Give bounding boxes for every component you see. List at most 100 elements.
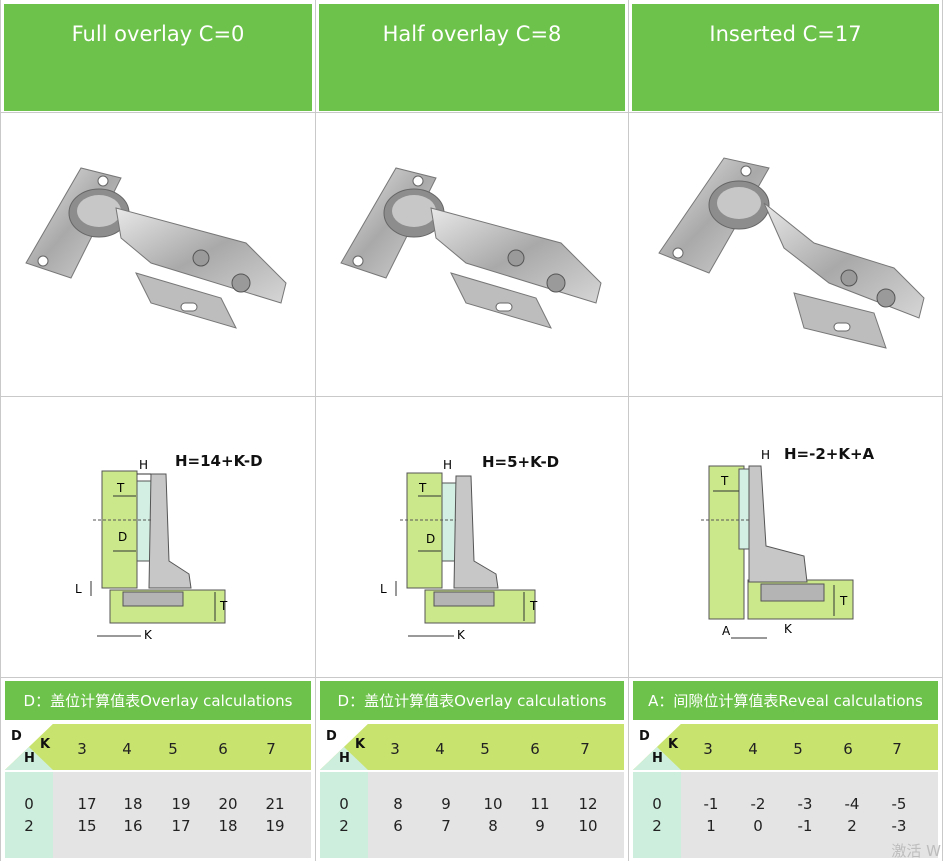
table-cell: 18 [123,795,143,813]
k-value: 6 [218,740,228,758]
hinge-photo [658,157,925,349]
column-header: Half overlay C=8 [319,4,625,111]
table-cell: 18 [218,817,238,835]
h-value: 2 [24,817,34,835]
k-value: 5 [480,740,490,758]
corner-h-label: H [652,751,663,766]
table-body [320,772,624,858]
table-cell: 21 [265,795,285,813]
table-cell: 6 [393,817,403,835]
table-cell: 20 [218,795,238,813]
dim-a-label: A [722,624,731,638]
hinge-photo [340,167,602,329]
formula-label: H=-2+K+A [784,445,875,463]
dim-t2-label: T [530,599,538,613]
dim-k-label: K [784,622,792,636]
column-inserted: Inserted C=17 H=-2+K+A [629,0,943,861]
dim-t2-label: T [840,594,848,608]
column-full-overlay: Full overlay C=0 H=14+K-D [0,0,316,861]
dim-k-label: K [144,628,152,642]
dim-l-label: L [380,582,387,596]
corner-k-label: K [355,737,366,752]
dim-h-label: H [139,458,149,472]
dim-t-label: T [419,481,427,495]
hinge-photo-cell [629,112,942,397]
table-cell: 0 [753,817,763,835]
table-cell: -5 [891,795,907,813]
table-cell: 9 [535,817,545,835]
table-cell: -4 [844,795,860,813]
corner-k-label: K [40,737,51,752]
hinge-photo-cell [1,112,315,397]
corner-d-label: D [11,729,22,744]
dim-t-label: T [721,474,729,488]
k-value: 4 [748,740,758,758]
dim-h-label: H [761,448,771,462]
h-value: 2 [339,817,349,835]
table-cell: 10 [578,817,598,835]
table-header-row [633,724,938,770]
formula-label: H=14+K-D [175,452,263,470]
corner-h-label: H [24,751,35,766]
table-row-header [5,772,53,858]
table-cell: 17 [171,817,191,835]
k-value: 7 [266,740,276,758]
table-cell: -3 [797,795,813,813]
table-caption-bar: A：间隙位计算值表Reveal calculations [633,681,938,720]
hinge-diagram [90,470,226,637]
diagram-cell: H=14+K-D H T D L T K [1,396,315,678]
corner-h-label: H [339,751,350,766]
table-cell: 16 [123,817,143,835]
column-header: Inserted C=17 [632,4,939,111]
table-header-row [320,724,624,770]
table-corner-cell: D K H [320,724,368,770]
table-cell: -2 [750,795,766,813]
dim-d-label: D [426,532,436,546]
h-value: 2 [652,817,662,835]
hinge-photo-cell [316,112,628,397]
table-cell: 19 [171,795,191,813]
column-half-overlay: Half overlay C=8 H=5+K-D [316,0,629,861]
diagram-cell: H=5+K-D H T D L T K [316,396,628,678]
k-value: 3 [77,740,87,758]
table-cell: 9 [441,795,451,813]
table-caption: D：盖位计算值表Overlay calculations [337,692,607,710]
k-value: 3 [703,740,713,758]
table-cell: 2 [847,817,857,835]
dim-h-label: H [443,458,453,472]
h-value: 0 [652,795,662,813]
table-cell: 8 [488,817,498,835]
column-title: Half overlay C=8 [382,22,562,46]
k-value: 7 [580,740,590,758]
dim-t-label: T [117,481,125,495]
formula-label: H=5+K-D [482,453,560,471]
h-value: 0 [339,795,349,813]
table-cell: 19 [265,817,285,835]
hinge-diagram [701,465,854,639]
table-cell: 10 [483,795,503,813]
dim-l-label: L [75,582,82,596]
hinge-diagram [395,472,536,637]
activation-watermark: 激活 W [891,842,941,860]
k-value: 3 [390,740,400,758]
dim-d-label: D [118,530,128,544]
table-row-header [633,772,681,858]
h-value: 0 [24,795,34,813]
table-caption: A：间隙位计算值表Reveal calculations [648,692,923,710]
k-value: 5 [793,740,803,758]
k-value: 7 [892,740,902,758]
diagram-cell: H=-2+K+A H T A T K [629,396,942,678]
corner-d-label: D [639,729,650,744]
corner-d-label: D [326,729,337,744]
table-cell: 15 [77,817,97,835]
table-caption-bar: D：盖位计算值表Overlay calculations [5,681,311,720]
table-body [5,772,311,858]
k-value: 4 [122,740,132,758]
dim-k-label: K [457,628,465,642]
table-caption: D：盖位计算值表Overlay calculations [23,692,293,710]
column-header: Full overlay C=0 [4,4,312,111]
corner-k-label: K [668,737,679,752]
table-cell: 12 [578,795,598,813]
table-header-row [5,724,311,770]
table-caption-bar: D：盖位计算值表Overlay calculations [320,681,624,720]
